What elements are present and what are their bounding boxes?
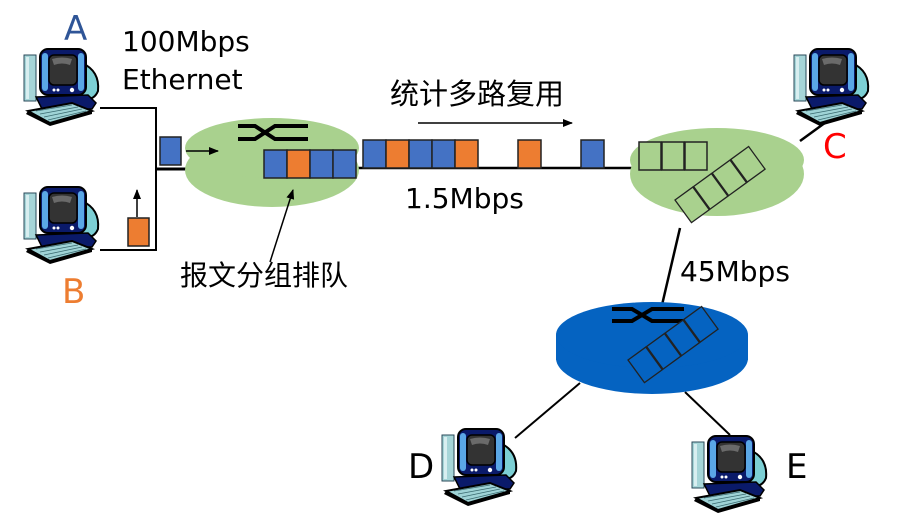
ethernet-type-label: Ethernet <box>122 63 243 96</box>
empty-buffer-slot <box>729 145 766 184</box>
trunk-packet-B <box>385 139 410 169</box>
empty-buffer-slot <box>692 172 729 211</box>
computer-A-icon[interactable] <box>23 48 100 127</box>
queued-packet-A <box>332 149 357 179</box>
switch-crossover-icon <box>612 307 684 323</box>
router2-queue-diagonal <box>674 145 766 224</box>
host-label-D: D <box>408 447 435 487</box>
host-label-C: C <box>823 127 847 167</box>
link-router3-D <box>514 382 581 439</box>
empty-buffer-slot <box>684 141 708 171</box>
queued-packet-A <box>263 149 288 179</box>
router2-queue-horizontal <box>638 141 708 171</box>
computer-B-icon[interactable] <box>23 186 100 265</box>
packet-queue-label: 报文分组排队 <box>180 259 349 292</box>
trunk-packet-A <box>580 139 605 169</box>
host-label-A: A <box>64 9 88 49</box>
trunk-rate-label: 1.5Mbps <box>405 182 524 215</box>
ethernet-wiring <box>100 107 186 251</box>
ethernet-rate-label: 100Mbps <box>122 25 250 58</box>
empty-buffer-slot <box>682 305 719 344</box>
trunk-packet-A <box>408 139 433 169</box>
empty-buffer-slot <box>638 141 662 171</box>
empty-buffer-slot <box>645 332 682 371</box>
computer-C-icon[interactable] <box>793 48 870 127</box>
empty-buffer-slot <box>711 159 748 197</box>
queued-packet-A <box>309 149 334 179</box>
stat-mux-label: 统计多路复用 <box>390 77 565 111</box>
empty-buffer-slot <box>627 346 664 384</box>
trunk-packet-B <box>517 139 542 169</box>
trunk-packets <box>362 139 605 169</box>
packet-from-A <box>159 136 182 166</box>
switch-crossover-icon <box>238 124 308 141</box>
link-45mbps <box>660 227 682 306</box>
lower-rate-label: 45Mbps <box>680 255 790 288</box>
empty-buffer-slot <box>661 141 685 171</box>
trunk-packet-A <box>431 139 456 169</box>
link-router3-E <box>684 391 731 436</box>
trunk-packet-B <box>454 139 479 169</box>
empty-buffer-slot <box>674 186 711 224</box>
arrow-queue-pointer-icon <box>269 189 295 263</box>
host-label-E: E <box>786 447 808 487</box>
router3-queue-diagonal <box>627 305 719 384</box>
router1-packet-queue <box>263 149 357 179</box>
computer-D-icon[interactable] <box>441 428 518 507</box>
trunk-packet-A <box>362 139 387 169</box>
computer-E-icon[interactable] <box>691 435 768 514</box>
host-label-B: B <box>62 272 86 312</box>
queued-packet-B <box>286 149 311 179</box>
incoming-packets <box>127 136 182 247</box>
empty-buffer-slot <box>664 319 701 357</box>
packet-from-B <box>127 217 150 247</box>
